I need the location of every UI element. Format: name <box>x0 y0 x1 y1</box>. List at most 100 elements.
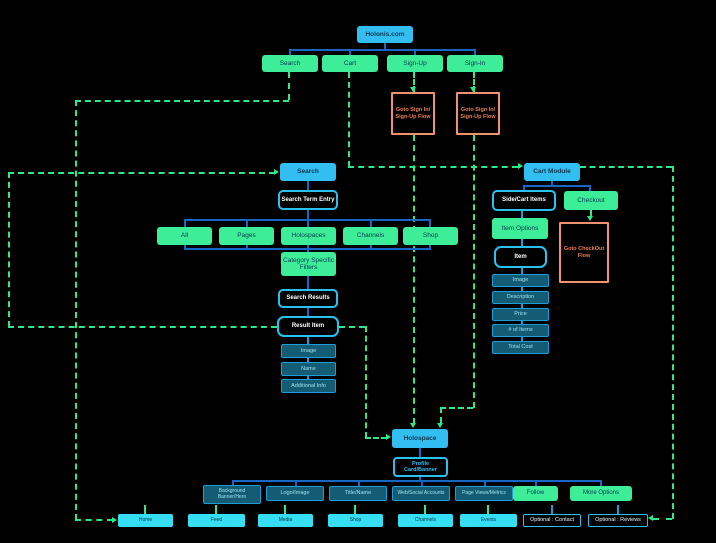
arrow-left-icon <box>648 515 653 521</box>
dashed-connector <box>580 166 672 168</box>
node-result-image[interactable]: Image <box>281 344 336 358</box>
node-tab-shop[interactable]: Shop <box>328 514 383 527</box>
node-cart-button[interactable]: Cart <box>322 55 378 72</box>
node-search-term-entry[interactable]: Search Term Entry <box>278 190 338 210</box>
node-background-banner[interactable]: Background Banner/Hero <box>203 485 261 504</box>
node-tab-feed[interactable]: Feed <box>188 514 245 527</box>
connector <box>295 480 297 486</box>
node-holospace[interactable]: Holospace <box>392 429 448 448</box>
dashed-connector <box>339 326 365 328</box>
dashed-connector <box>424 505 426 514</box>
connector <box>429 245 431 250</box>
node-signin-button[interactable]: Sign-In <box>447 55 503 72</box>
node-web-social-accounts[interactable]: Web/Social Accounts <box>392 486 450 501</box>
connector <box>589 185 591 191</box>
connector <box>551 181 553 187</box>
note-checkout-flow: Goto CheckOut Flow <box>559 222 609 283</box>
node-category-holospaces[interactable]: Holospaces <box>281 227 336 245</box>
dashed-connector <box>590 210 592 218</box>
node-title-name[interactable]: Title/Name <box>329 486 387 501</box>
connector <box>232 480 234 485</box>
node-result-item[interactable]: Result Item <box>277 316 339 337</box>
node-category-pages[interactable]: Pages <box>219 227 274 245</box>
node-search-button[interactable]: Search <box>262 55 318 72</box>
dashed-connector <box>440 407 442 423</box>
connector <box>307 376 309 379</box>
node-checkout[interactable]: Checkout <box>564 191 618 210</box>
node-profile-card-banner[interactable]: Profile Card/Banner <box>393 457 448 477</box>
node-search-results[interactable]: Search Results <box>278 289 338 308</box>
note-signup-flow: Goto Sign In/ Sign-Up Flow <box>391 92 435 135</box>
connector <box>384 43 386 49</box>
dashed-connector <box>8 172 10 327</box>
node-logo-image[interactable]: Logo/Image <box>266 486 324 501</box>
node-optional-reviews[interactable]: Optional : Reviews <box>588 514 648 527</box>
node-item-total-cost[interactable]: Total Cost <box>492 341 549 354</box>
node-category-all[interactable]: All <box>157 227 212 245</box>
dashed-connector <box>8 326 277 328</box>
dashed-connector <box>8 172 275 174</box>
connector <box>523 185 525 190</box>
connector <box>484 480 486 486</box>
arrow-down-icon <box>410 87 416 92</box>
dashed-connector <box>144 505 146 514</box>
dashed-connector <box>288 72 290 100</box>
connector <box>414 49 416 55</box>
node-tab-events[interactable]: Events <box>460 514 517 527</box>
node-homepage[interactable]: Holonis.com <box>357 26 413 43</box>
arrow-right-icon <box>386 434 391 440</box>
node-item[interactable]: Item <box>494 246 547 268</box>
dashed-connector <box>413 72 415 92</box>
connector <box>307 245 309 253</box>
dashed-connector <box>215 505 217 514</box>
connector <box>421 480 423 486</box>
note-signin-flow: Goto Sign In/ Sign-Up Flow <box>456 92 500 135</box>
node-item-description[interactable]: Description <box>492 291 549 304</box>
connector <box>370 245 372 250</box>
connector <box>521 337 523 341</box>
connector <box>307 181 309 190</box>
connector <box>474 49 476 55</box>
connector <box>307 308 309 316</box>
connector <box>521 239 523 246</box>
connector <box>551 505 553 514</box>
node-more-options[interactable]: More Options <box>570 486 632 501</box>
node-tab-media[interactable]: Media <box>258 514 313 527</box>
node-signup-button[interactable]: Sign-Up <box>387 55 443 72</box>
node-page-views-metrics[interactable]: Page Views/Metrics <box>455 486 513 501</box>
node-search-module[interactable]: Search <box>280 163 336 181</box>
node-item-options[interactable]: Item Options <box>492 218 548 239</box>
node-item-image[interactable]: Image <box>492 274 549 287</box>
node-item-price[interactable]: Price <box>492 308 549 321</box>
node-category-filters[interactable]: Category Specific Filters <box>281 252 336 276</box>
connector <box>521 304 523 308</box>
dashed-connector <box>413 135 415 424</box>
node-tab-channels[interactable]: Channels <box>398 514 453 527</box>
connector <box>289 49 476 51</box>
dashed-connector <box>487 505 489 514</box>
dashed-connector <box>365 437 387 439</box>
node-side-cart-items[interactable]: Side/Cart Items <box>492 190 556 211</box>
connector <box>307 358 309 362</box>
arrow-down-icon <box>437 423 443 428</box>
connector <box>521 268 523 274</box>
dashed-connector <box>75 100 289 102</box>
node-cart-module[interactable]: Cart Module <box>524 163 580 181</box>
node-tab-home[interactable]: Home <box>118 514 173 527</box>
node-category-channels[interactable]: Channels <box>343 227 398 245</box>
dashed-connector <box>440 407 473 409</box>
node-item-count[interactable]: # of Items <box>492 324 549 337</box>
node-result-name[interactable]: Name <box>281 362 336 376</box>
arrow-right-icon <box>518 163 523 169</box>
connector <box>535 480 537 486</box>
connector <box>307 276 309 289</box>
node-category-shop[interactable]: Shop <box>403 227 458 245</box>
dashed-connector <box>75 519 113 521</box>
dashed-connector <box>75 100 77 520</box>
connector <box>600 480 602 486</box>
node-result-additional-info[interactable]: Additional Info <box>281 379 336 393</box>
node-optional-contact[interactable]: Optional : Contact <box>523 514 581 527</box>
arrow-down-icon <box>587 216 593 221</box>
node-follow[interactable]: Follow <box>513 486 558 501</box>
